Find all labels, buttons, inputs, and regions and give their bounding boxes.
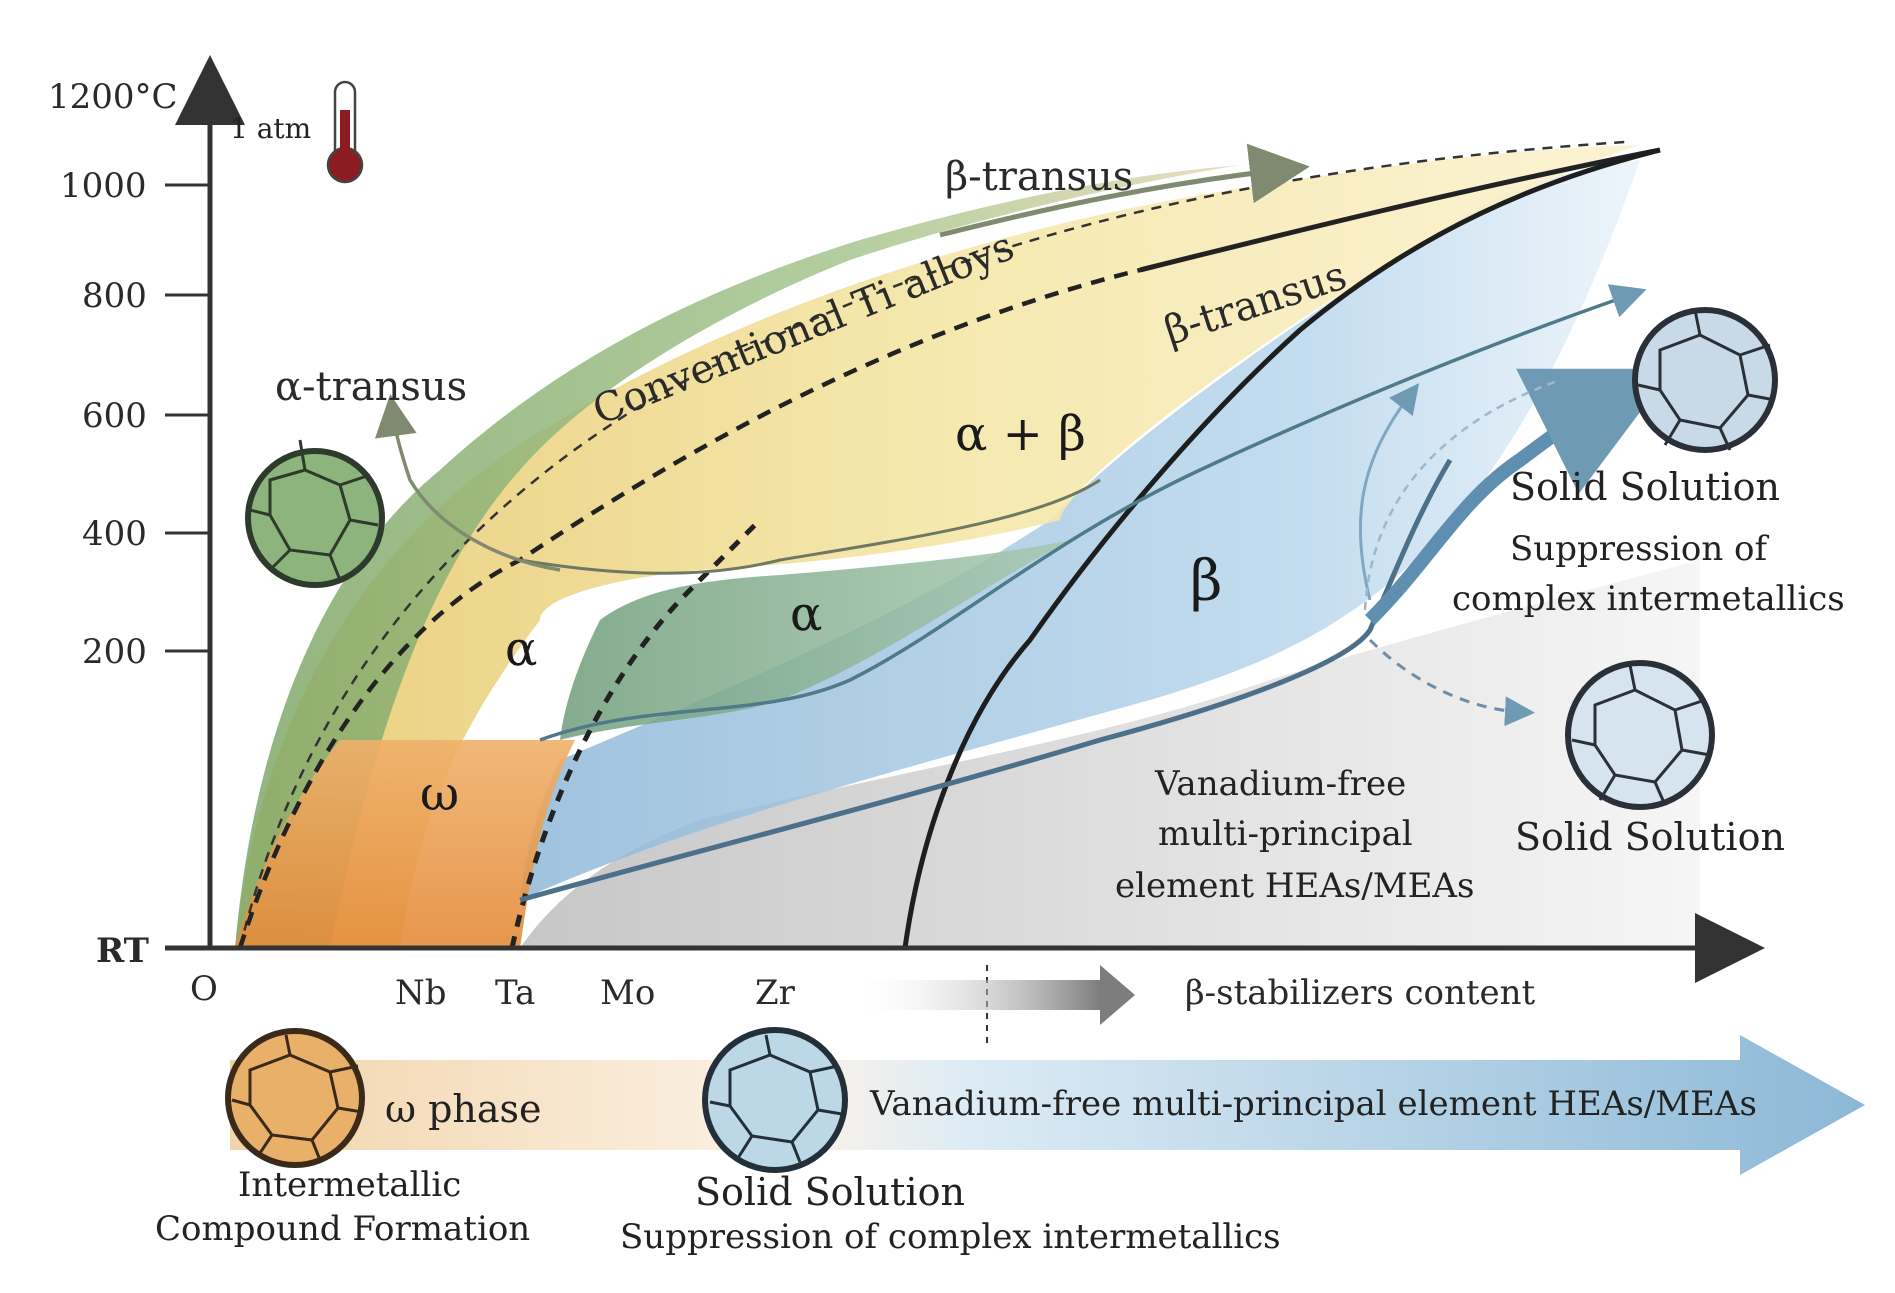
omega-region <box>235 740 575 948</box>
curves <box>237 140 1673 1045</box>
ss2-title: Solid Solution <box>1515 815 1785 859</box>
thick-dashed-curve <box>237 267 1141 949</box>
beta-stabilizer-arrow <box>850 965 1135 1025</box>
hea-line-3: element HEAs/MEAs <box>1115 866 1474 906</box>
tick-label-200: 200 <box>82 632 147 672</box>
blue-microstructure-icon-mid <box>1565 660 1715 810</box>
x-element-ta: Ta <box>495 973 535 1013</box>
region-alpha-right: α <box>790 586 822 642</box>
region-beta: β <box>1190 549 1222 614</box>
alpha-transus-curve <box>519 478 1101 575</box>
green-microstructure-icon <box>245 439 385 588</box>
ss1-title: Solid Solution <box>1510 465 1780 509</box>
x-element-mo: Mo <box>600 973 655 1013</box>
alpha-transus-label: α-transus <box>275 364 467 410</box>
y-axis-bottom-label: RT <box>96 931 149 971</box>
tick-label-800: 800 <box>82 276 147 316</box>
hea-gray-region <box>520 560 1700 948</box>
tick-label-400: 400 <box>82 514 147 554</box>
ss-faint-arrow <box>1363 378 1561 611</box>
ss1-sub-2: complex intermetallics <box>1452 579 1845 619</box>
beta-transus-inner-curve <box>1139 147 1661 273</box>
alpha-green-boundary <box>539 284 1647 742</box>
blue-microstructure-icon-top <box>1632 307 1778 453</box>
beta-region <box>520 160 1640 900</box>
pressure-label: 1 atm <box>230 112 311 145</box>
x-element-zr: Zr <box>755 973 796 1013</box>
mo-dashed-curve <box>509 518 762 949</box>
ss-side-arrow <box>1358 383 1420 601</box>
region-alpha-left: α <box>505 621 537 677</box>
intermetallic-line-1: Intermetallic <box>238 1165 461 1205</box>
omega-phase-label: ω phase <box>385 1087 542 1131</box>
axes <box>165 55 1765 983</box>
blue-microstructure-icon-bottom <box>702 1027 848 1173</box>
ss-upper-arrow <box>1365 368 1673 625</box>
ss-dashed-arrow <box>1368 638 1535 727</box>
ss1-sub-1: Suppression of <box>1510 529 1770 569</box>
x-axis-label: β-stabilizers content <box>1185 973 1536 1013</box>
bottom-ss-title: Solid Solution <box>695 1170 965 1214</box>
bottom-band-arrow <box>230 1035 1865 1175</box>
beta-boundary-curve <box>902 147 1661 949</box>
bottom-ss-sub: Suppression of complex intermetallics <box>620 1217 1281 1257</box>
alpha-transus-arrow <box>374 394 561 572</box>
tick-label-1000: 1000 <box>60 166 147 206</box>
beta-transus-top-arrow <box>939 143 1310 238</box>
hea-line-2: multi-principal <box>1158 814 1413 854</box>
hea-line-1: Vanadium-free <box>1154 764 1406 804</box>
x-origin-label: O <box>190 969 218 1009</box>
thermometer-icon <box>326 80 364 184</box>
bottom-arrow-label: Vanadium-free multi-principal element HE… <box>869 1084 1757 1124</box>
intermetallic-line-2: Compound Formation <box>155 1209 530 1249</box>
y-axis-top-label: 1200°C <box>48 77 178 117</box>
x-element-nb: Nb <box>395 973 447 1013</box>
tick-label-600: 600 <box>82 396 147 436</box>
orange-microstructure-icon <box>225 1028 365 1168</box>
hea-lower-curve <box>519 458 1453 903</box>
beta-transus-top-label: β-transus <box>945 154 1133 200</box>
region-alpha-beta: α + β <box>955 406 1086 462</box>
region-omega: ω <box>420 766 459 822</box>
